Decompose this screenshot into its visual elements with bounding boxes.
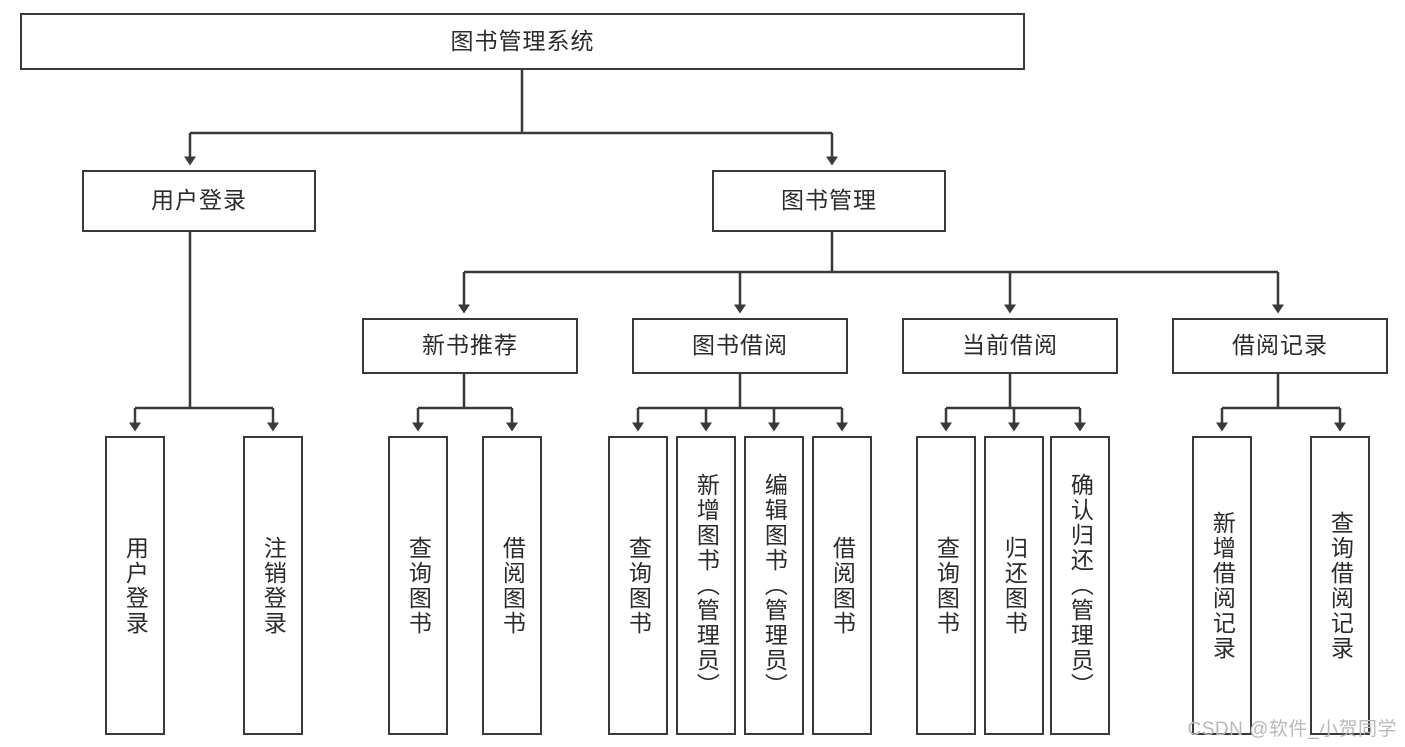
node-leaf-confirm-return-admin[interactable]: 确认归还（管理员）: [1050, 436, 1110, 735]
node-label: 新书推荐: [422, 332, 518, 359]
node-leaf-user-login[interactable]: 用户登录: [105, 436, 165, 735]
node-leaf-query-book-recommend[interactable]: 查询图书: [388, 436, 448, 735]
node-new-book-recommend[interactable]: 新书推荐: [362, 318, 578, 374]
node-leaf-borrow-book[interactable]: 借阅图书: [812, 436, 872, 735]
csdn-watermark: CSDN @软件_小贺同学: [1187, 719, 1397, 740]
node-label: 注销登录: [260, 535, 287, 636]
node-label: 图书管理系统: [450, 27, 595, 54]
node-label: 新增图书（管理员）: [693, 473, 720, 698]
node-label: 借阅图书: [829, 535, 856, 636]
node-label: 编辑图书（管理员）: [761, 473, 788, 698]
node-leaf-borrow-book-recommend[interactable]: 借阅图书: [482, 436, 542, 735]
node-label: 借阅图书: [499, 535, 526, 636]
node-label: 查询图书: [933, 535, 960, 636]
node-root-book-management-system[interactable]: 图书管理系统: [20, 13, 1025, 70]
node-user-login[interactable]: 用户登录: [82, 170, 316, 232]
node-label: 当前借阅: [962, 332, 1058, 359]
node-label: 用户登录: [122, 535, 149, 636]
node-leaf-return-book[interactable]: 归还图书: [984, 436, 1044, 735]
node-label: 借阅记录: [1232, 332, 1328, 359]
node-label: 图书借阅: [692, 332, 788, 359]
node-borrow-record[interactable]: 借阅记录: [1172, 318, 1388, 374]
node-label: 确认归还（管理员）: [1067, 473, 1094, 698]
node-label: 查询图书: [625, 535, 652, 636]
node-leaf-edit-book-admin[interactable]: 编辑图书（管理员）: [744, 436, 804, 735]
node-book-borrow[interactable]: 图书借阅: [632, 318, 848, 374]
node-leaf-logout[interactable]: 注销登录: [243, 436, 303, 735]
node-label: 查询借阅记录: [1327, 510, 1354, 661]
node-label: 图书管理: [781, 187, 877, 214]
node-label: 用户登录: [151, 187, 247, 214]
node-leaf-add-book-admin[interactable]: 新增图书（管理员）: [676, 436, 736, 735]
node-label: 归还图书: [1001, 535, 1028, 636]
node-label: 查询图书: [405, 535, 432, 636]
node-book-management[interactable]: 图书管理: [712, 170, 946, 232]
node-label: 新增借阅记录: [1209, 510, 1236, 661]
node-leaf-query-book-borrow[interactable]: 查询图书: [608, 436, 668, 735]
node-leaf-query-borrow-record[interactable]: 查询借阅记录: [1310, 436, 1370, 735]
node-leaf-add-borrow-record[interactable]: 新增借阅记录: [1192, 436, 1252, 735]
node-leaf-query-book-current[interactable]: 查询图书: [916, 436, 976, 735]
node-current-borrow[interactable]: 当前借阅: [902, 318, 1118, 374]
